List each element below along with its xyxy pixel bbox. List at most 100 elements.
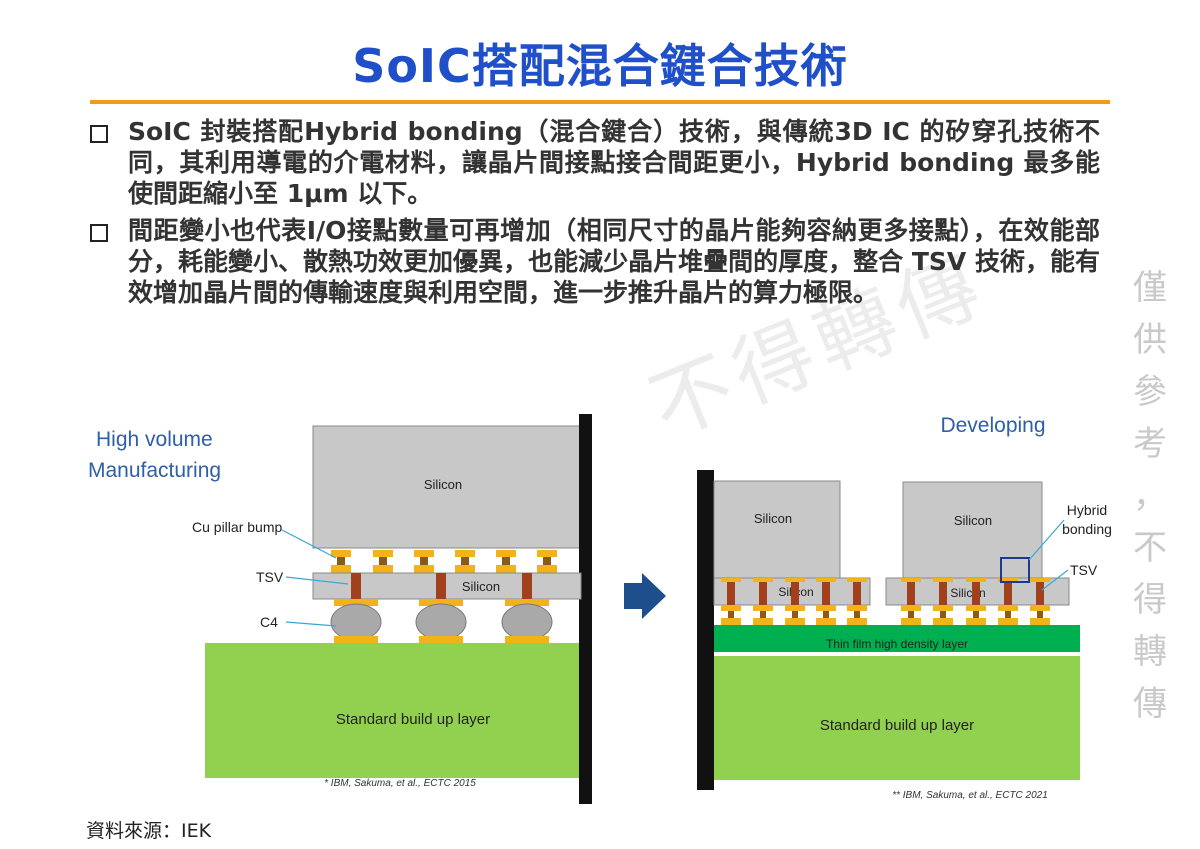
watermark-vertical: 僅 供 參 考 ， 不 得 轉 傳 — [1128, 262, 1172, 730]
tsv — [791, 582, 799, 605]
micro-bump-pad — [753, 618, 773, 625]
cu-pillar-pad — [455, 550, 475, 557]
bullet-item: 間距變小也代表I/O接點數量可再增加（相同尺寸的晶片能夠容納更多接點），在效能部… — [88, 215, 1100, 308]
micro-bump — [908, 611, 914, 618]
tsv — [972, 582, 980, 605]
right-thin-film-label: Thin film high density layer — [826, 637, 968, 651]
callout-line-c4 — [285, 621, 337, 627]
c4-pad — [419, 636, 463, 643]
left-heading-line2: Manufacturing — [88, 459, 221, 482]
hybrid-bond-pad — [721, 578, 741, 582]
right-tsv-bump-group — [721, 578, 1050, 625]
right-substrate — [714, 656, 1080, 780]
label-c4: C4 — [260, 614, 278, 630]
arrow-right-icon — [624, 573, 666, 619]
watermark-char: 傳 — [1133, 684, 1167, 724]
tsv — [1036, 582, 1044, 605]
micro-bump-pad — [721, 605, 741, 611]
micro-bump — [760, 611, 766, 618]
hybrid-bond-pad — [901, 578, 921, 582]
watermark-char: 考 — [1133, 424, 1167, 464]
c4-pad — [334, 599, 378, 606]
c4-ball — [415, 603, 467, 641]
micro-bump — [973, 611, 979, 618]
tsv — [907, 582, 915, 605]
watermark-char: ， — [1133, 476, 1167, 516]
watermark-char: 參 — [1133, 372, 1167, 412]
left-cu-pillar-bumps — [331, 550, 557, 573]
cu-pillar — [379, 557, 387, 565]
micro-bump-pad — [1030, 618, 1050, 625]
right-silicon-top-right-label: Silicon — [954, 513, 992, 528]
right-thin-film — [714, 625, 1080, 652]
micro-bump — [1005, 611, 1011, 618]
tsv — [822, 582, 830, 605]
cu-pillar-pad — [496, 565, 516, 573]
left-heading-line1: High volume — [96, 428, 213, 451]
left-silicon-top — [312, 425, 582, 549]
tsv — [939, 582, 947, 605]
hybrid-bond-pad — [933, 578, 953, 582]
right-silicon-top-left — [713, 480, 841, 579]
c4-ball — [501, 603, 553, 641]
cu-pillar-pad — [373, 565, 393, 573]
label-tsv-right: TSV — [1070, 562, 1098, 578]
cu-pillar — [502, 557, 510, 565]
bullet-text: 間距變小也代表I/O接點數量可再增加（相同尺寸的晶片能夠容納更多接點），在效能部… — [128, 216, 1100, 307]
watermark-char: 得 — [1133, 580, 1167, 620]
micro-bump-pad — [785, 618, 805, 625]
tsv — [759, 582, 767, 605]
left-tsv-c4-group — [330, 573, 553, 643]
watermark-char: 供 — [1133, 320, 1167, 360]
source-note: 資料來源：IEK — [86, 820, 212, 842]
checkbox-square-icon — [90, 224, 108, 242]
micro-bump-pad — [847, 605, 867, 611]
c4-pad — [419, 599, 463, 606]
cu-pillar — [543, 557, 551, 565]
watermark-char: 轉 — [1133, 632, 1167, 672]
micro-bump — [1037, 611, 1043, 618]
cu-pillar-pad — [331, 550, 351, 557]
cu-pillar-pad — [331, 565, 351, 573]
hybrid-bonding-highlight — [1000, 557, 1030, 583]
micro-bump-pad — [816, 618, 836, 625]
cu-pillar-pad — [414, 565, 434, 573]
c4-pad — [334, 636, 378, 643]
title-divider — [90, 100, 1110, 104]
label-tsv-left: TSV — [256, 569, 284, 585]
tsv — [853, 582, 861, 605]
hybrid-bond-pad — [785, 578, 805, 582]
tsv — [522, 573, 532, 599]
micro-bump-pad — [966, 605, 986, 611]
micro-bump-pad — [966, 618, 986, 625]
micro-bump — [940, 611, 946, 618]
tsv — [351, 573, 361, 599]
micro-bump-pad — [901, 618, 921, 625]
c4-ball — [330, 603, 382, 641]
bullet-list: SoIC 封裝搭配Hybrid bonding（混合鍵合）技術，與傳統3D IC… — [88, 116, 1100, 314]
micro-bump — [728, 611, 734, 618]
micro-bump-pad — [816, 605, 836, 611]
c4-pad — [505, 599, 549, 606]
hybrid-bond-pad — [816, 578, 836, 582]
cu-pillar-pad — [373, 550, 393, 557]
micro-bump-pad — [1030, 605, 1050, 611]
callout-line-tsv-right — [1041, 569, 1069, 591]
micro-bump-pad — [785, 605, 805, 611]
tsv — [727, 582, 735, 605]
right-silicon-mid-right-label: Silicon — [950, 586, 985, 600]
hybrid-bond-pad — [998, 578, 1018, 582]
right-citation: ** IBM, Sakuma, et al., ECTC 2021 — [892, 790, 1048, 801]
right-silicon-top-left-label: Silicon — [754, 511, 792, 526]
hybrid-bond-pad — [966, 578, 986, 582]
cu-pillar-pad — [537, 550, 557, 557]
hybrid-bond-pad — [847, 578, 867, 582]
bullet-item: SoIC 封裝搭配Hybrid bonding（混合鍵合）技術，與傳統3D IC… — [88, 116, 1100, 209]
label-hybrid-bonding-line2: bonding — [1062, 521, 1112, 537]
cu-pillar-pad — [455, 565, 475, 573]
tsv — [436, 573, 446, 599]
callout-line-tsv-left — [285, 576, 349, 585]
label-cu-pillar-bump: Cu pillar bump — [192, 519, 282, 535]
micro-bump-pad — [753, 605, 773, 611]
